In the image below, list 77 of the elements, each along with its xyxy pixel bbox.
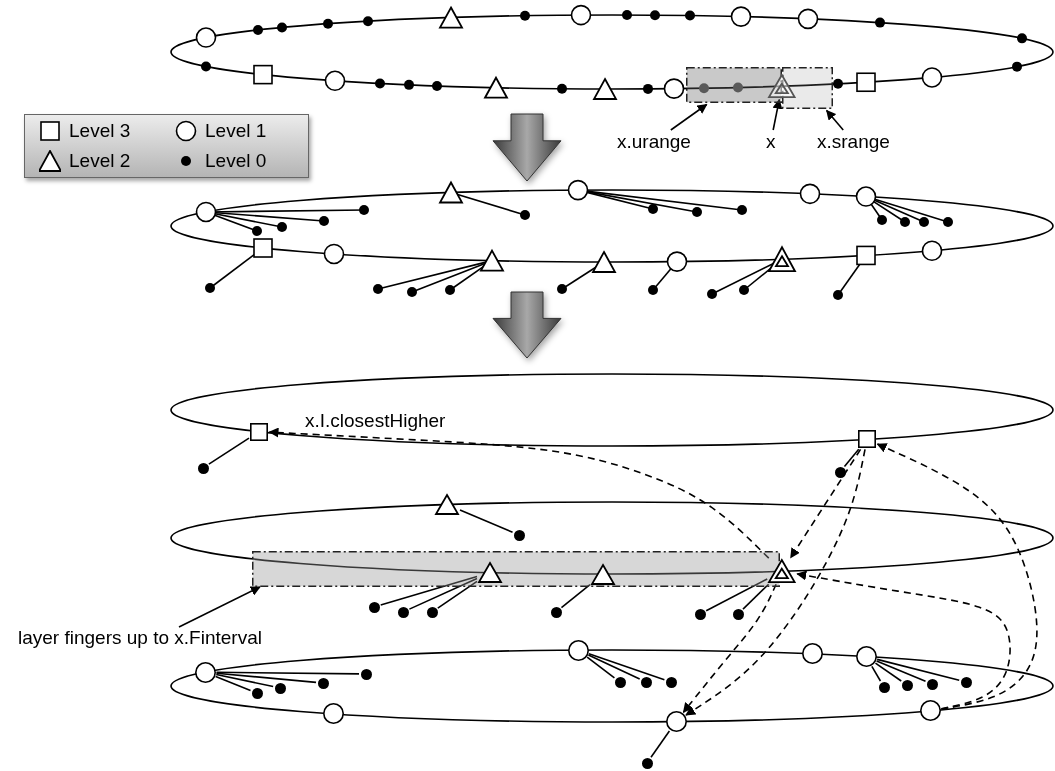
- connector-line: [843, 448, 860, 468]
- circle-marker: [919, 700, 941, 722]
- dot-marker: [960, 676, 972, 688]
- dot-marker: [397, 606, 409, 618]
- connector-line: [871, 665, 882, 682]
- dot-marker: [614, 676, 626, 688]
- annotation-text: x: [766, 131, 776, 153]
- circle-marker: [567, 639, 589, 661]
- dashed-arrow: [789, 448, 862, 559]
- dashed-arrow: [682, 583, 777, 713]
- double-triangle-marker: [768, 74, 796, 99]
- leader-line: [670, 103, 708, 131]
- connector-line: [215, 671, 360, 675]
- legend-label: Level 1: [205, 120, 267, 142]
- dot-marker: [641, 757, 653, 769]
- circle-marker: [194, 661, 216, 683]
- connector-line: [875, 660, 927, 683]
- square-marker: [250, 422, 268, 441]
- connector-line: [742, 583, 770, 610]
- circle-marker: [855, 646, 877, 668]
- circle-marker: [801, 643, 823, 665]
- leader-line: [178, 586, 261, 628]
- dot-marker: [426, 606, 438, 618]
- connector-line: [650, 730, 671, 759]
- leader-line: [772, 98, 783, 131]
- dot-marker: [368, 601, 380, 613]
- dot-marker: [640, 676, 652, 688]
- dot-marker: [665, 676, 677, 688]
- annotation-text: layer fingers up to x.Finterval: [18, 627, 262, 649]
- dashed-arrow: [268, 427, 770, 559]
- dot-marker: [926, 678, 938, 690]
- connector-line: [215, 672, 317, 684]
- dashed-arrow: [876, 443, 1038, 710]
- annotation-text: x.urange: [617, 131, 691, 153]
- connector-line: [459, 509, 514, 534]
- connector-line: [437, 580, 478, 609]
- connector-line: [379, 575, 478, 606]
- dot-marker: [317, 677, 329, 689]
- circle-marker: [322, 703, 344, 725]
- dot-marker: [274, 682, 286, 694]
- connector-line: [587, 654, 641, 680]
- connector-line: [208, 437, 250, 465]
- highlight-range-box: [782, 67, 833, 109]
- triangle-marker: [435, 494, 459, 516]
- dot-marker: [251, 687, 263, 699]
- connector-line: [215, 673, 274, 688]
- dot-marker: [513, 529, 525, 541]
- dot-marker: [197, 462, 209, 474]
- connector-line: [408, 577, 478, 610]
- connector-line: [874, 662, 903, 682]
- dot-marker: [834, 466, 846, 478]
- square-marker: [858, 430, 876, 449]
- connector-line: [876, 658, 960, 682]
- connector-line: [588, 653, 666, 681]
- connector-line: [586, 656, 616, 679]
- connector-line: [705, 578, 768, 612]
- highlight-range-box: [686, 67, 782, 103]
- legend-label: Level 2: [69, 150, 131, 172]
- dashed-arrow: [685, 448, 866, 716]
- dot-marker: [732, 608, 744, 620]
- triangle-marker: [591, 563, 615, 585]
- dot-marker: [901, 679, 913, 691]
- circle-marker: [665, 711, 687, 733]
- dot-marker: [360, 668, 372, 680]
- leader-line: [825, 109, 845, 131]
- connector-line: [560, 583, 591, 609]
- connector-line: [214, 675, 252, 692]
- highlight-range-box: [252, 551, 780, 587]
- annotation-text: x.srange: [817, 131, 890, 153]
- triangle-marker: [478, 562, 502, 584]
- legend-label: Level 0: [205, 150, 267, 172]
- dot-marker: [694, 608, 706, 620]
- dashed-arrow: [796, 570, 1011, 710]
- dot-marker: [550, 606, 562, 618]
- legend-label: Level 3: [69, 120, 131, 142]
- double-triangle-marker: [768, 559, 796, 584]
- dot-marker: [878, 681, 890, 693]
